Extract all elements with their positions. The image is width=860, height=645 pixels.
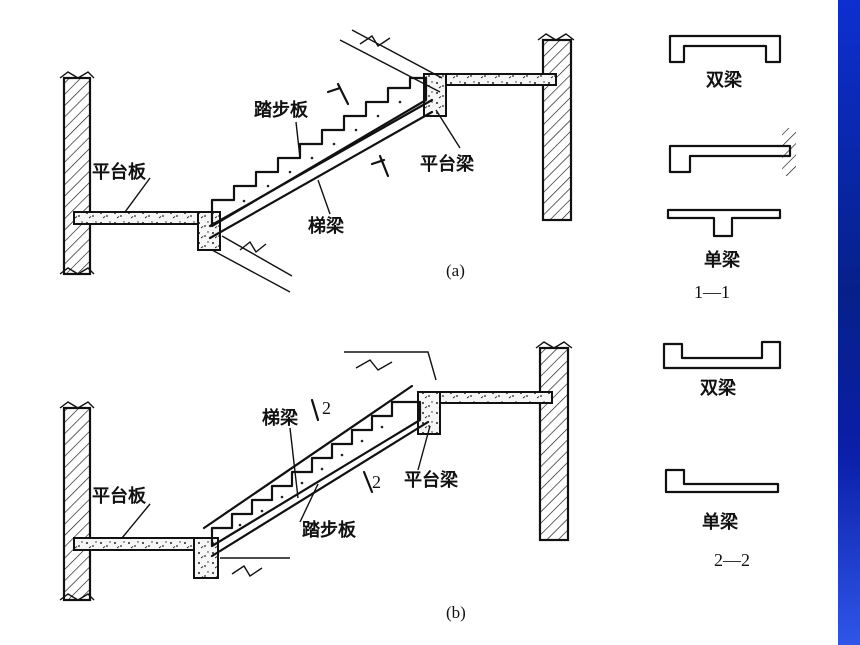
wall-break-bottom-a (59, 267, 95, 275)
section-mark-a-top (336, 82, 350, 106)
label-tread-a: 踏步板 (254, 99, 309, 121)
caption-a: (a) (446, 261, 465, 280)
section-2-single-label: 单梁 (702, 511, 739, 533)
wall-break-bottom-b (59, 593, 95, 601)
section-1-1: 双梁 单梁 1—1 (666, 34, 796, 302)
tread-steps-a (210, 76, 428, 228)
break-line-upper-b (355, 359, 393, 371)
section-1-double-label: 双梁 (706, 69, 743, 91)
section-2-double-beam-shape (662, 340, 782, 370)
stair-beam-top-b (202, 384, 414, 530)
wall-break-top-a (59, 71, 95, 79)
platform-slab-lower-a (73, 211, 215, 225)
section-num-b-top: 2 (322, 398, 331, 418)
tread-aggregate-b (238, 425, 384, 527)
wall-break-top-b (59, 401, 95, 409)
label-platform-beam-b: 平台梁 (404, 469, 459, 491)
stair-beam-bottom-b (210, 420, 430, 558)
platform-beam-lower-a (197, 211, 221, 251)
leader-platform-beam-b (417, 425, 431, 471)
section-num-b-bottom: 2 (372, 472, 381, 492)
section-2-title: 2—2 (714, 550, 750, 570)
leader-tread-b (299, 483, 319, 523)
platform-beam-upper-a (423, 73, 447, 117)
section-2-single-shape (664, 468, 780, 494)
break-line-upper-a (359, 35, 391, 47)
lower-flight-edge-a2 (221, 235, 293, 277)
label-platform-beam-a: 平台梁 (420, 153, 475, 175)
section-2-2: 双梁 单梁 2—2 (662, 340, 782, 570)
upper-flight-edge-a2 (351, 29, 443, 79)
tread-aggregate-a (242, 100, 402, 203)
slide-canvas: 平台板 踏步板 平台梁 梯梁 (a) (59, 29, 796, 622)
section-2-double-label: 双梁 (700, 377, 737, 399)
leader-platform-slab-a (124, 177, 151, 213)
label-platform-slab-b: 平台板 (92, 485, 147, 507)
section-1-single-center-shape (666, 208, 782, 238)
stair-diagram: 平台板 踏步板 平台梁 梯梁 (a) (59, 29, 796, 622)
leader-platform-slab-b (121, 503, 151, 539)
caption-b: (b) (446, 603, 466, 622)
diagram-a: 平台板 踏步板 平台梁 梯梁 (a) (59, 29, 575, 293)
lower-flight-edge-a1 (211, 249, 291, 293)
leader-stair-beam-b (289, 427, 299, 499)
label-tread-b: 踏步板 (302, 519, 357, 541)
left-wall-a (62, 76, 92, 276)
wall-break-right-b (535, 341, 573, 349)
section-1-single-edge-shape (668, 144, 792, 174)
section-mark-b-bottom (362, 470, 374, 494)
leader-tread-a (295, 121, 301, 159)
section-1-wall-hatch (782, 128, 796, 176)
wall-break-right-a (537, 33, 575, 41)
section-mark-b-top (310, 398, 320, 422)
section-1-title: 1—1 (694, 282, 730, 302)
diagram-b: 2 2 平台板 梯梁 平台梁 踏步板 (b) (59, 341, 573, 622)
break-line-lower-b (231, 565, 263, 577)
tread-steps-b (210, 400, 422, 548)
section-1-double-beam-shape (668, 34, 782, 64)
section-1-single-label: 单梁 (704, 249, 741, 271)
upper-flight-edge-b (344, 351, 437, 381)
label-stair-beam-a: 梯梁 (308, 215, 345, 237)
section-mark-a-bottom (378, 154, 390, 178)
slide-side-bar (838, 0, 860, 645)
label-stair-beam-b: 梯梁 (262, 407, 299, 429)
right-wall-a (541, 38, 573, 222)
break-line-lower-a (239, 240, 267, 254)
leader-stair-beam-a (317, 179, 331, 215)
leader-platform-beam-a (435, 109, 461, 149)
stair-beam-line-a-bottom (208, 110, 434, 240)
label-platform-slab-a: 平台板 (92, 161, 147, 183)
section-tick-a-top (326, 86, 342, 94)
section-tick-a-bottom (370, 158, 386, 166)
upper-flight-edge-a1 (339, 39, 441, 93)
right-wall-b (538, 346, 570, 542)
left-wall-b (62, 406, 92, 602)
